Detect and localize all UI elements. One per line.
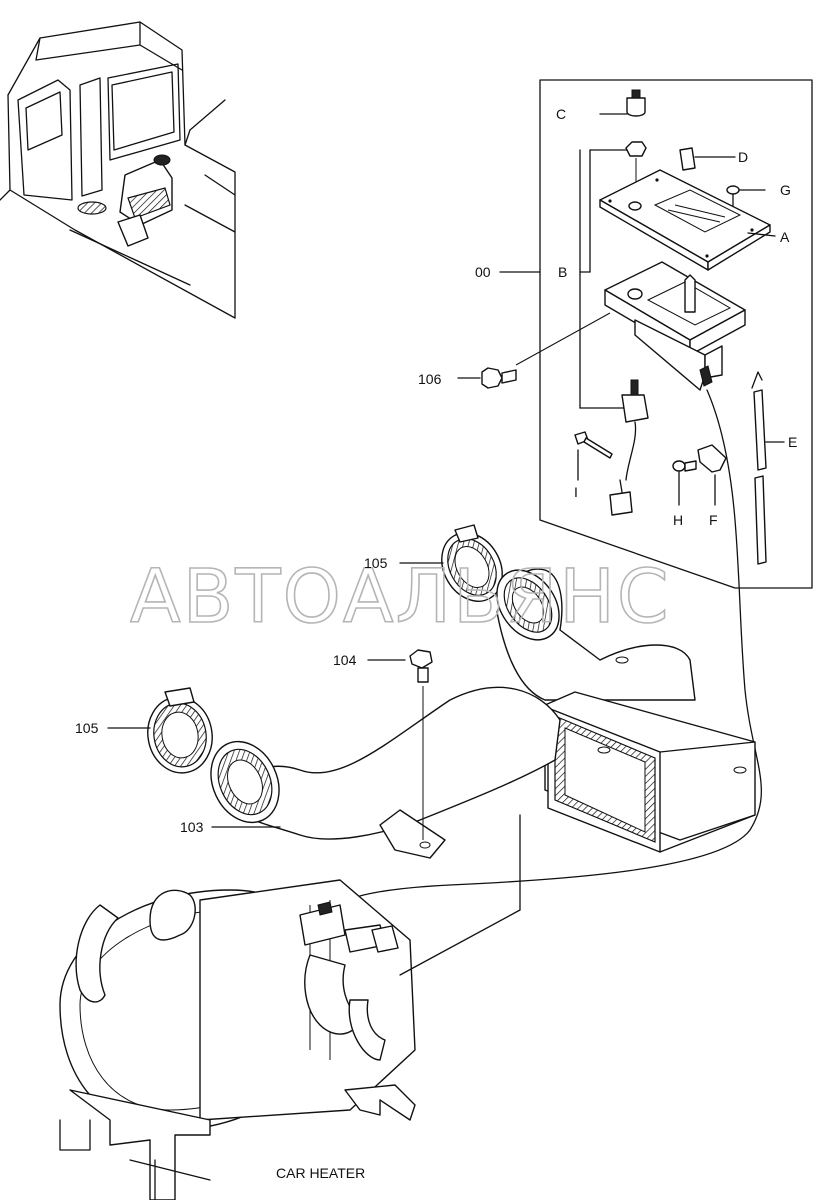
switch-connector — [609, 379, 649, 516]
hose-clamp-upper — [399, 524, 503, 602]
duct-upper — [496, 568, 696, 701]
bracket-b — [604, 261, 746, 391]
knob-part — [599, 89, 646, 117]
cable-tie-i — [574, 431, 613, 481]
callout-d: D — [738, 149, 748, 165]
watermark: АВТОАЛЬЯНС — [130, 554, 671, 640]
callout-104: 104 — [333, 652, 357, 668]
rod-e — [751, 371, 785, 565]
bolt-106 — [457, 312, 611, 389]
excavator-cab-illustration — [0, 21, 236, 319]
rectangular-duct-outlet — [544, 691, 756, 853]
callout-b: B — [558, 264, 567, 280]
callout-g: G — [780, 182, 791, 198]
callout-105-upper: 105 — [364, 555, 388, 571]
duct-hose-103 — [210, 686, 561, 859]
callout-e: E — [788, 434, 797, 450]
cap-part — [679, 147, 696, 171]
callout-kit: 00 — [475, 264, 491, 280]
diagram-caption: CAR HEATER — [276, 1165, 365, 1181]
callout-105-lower: 105 — [75, 720, 99, 736]
callout-c: C — [556, 106, 566, 122]
nut-part — [625, 141, 647, 157]
panel-plate-a — [599, 169, 776, 271]
control-panel-kit-box — [499, 79, 813, 589]
callout-a: A — [780, 229, 790, 245]
car-heater-unit — [59, 814, 521, 1200]
callout-103: 103 — [180, 819, 204, 835]
hose-clamp-lower — [107, 687, 213, 774]
callout-f: F — [709, 512, 718, 528]
screw-h-clamp-f — [672, 444, 727, 506]
callout-h: H — [673, 512, 683, 528]
screw-g-part — [726, 185, 740, 195]
bolt-104 — [367, 649, 433, 840]
callout-106: 106 — [418, 371, 442, 387]
callout-i: I — [574, 484, 578, 500]
